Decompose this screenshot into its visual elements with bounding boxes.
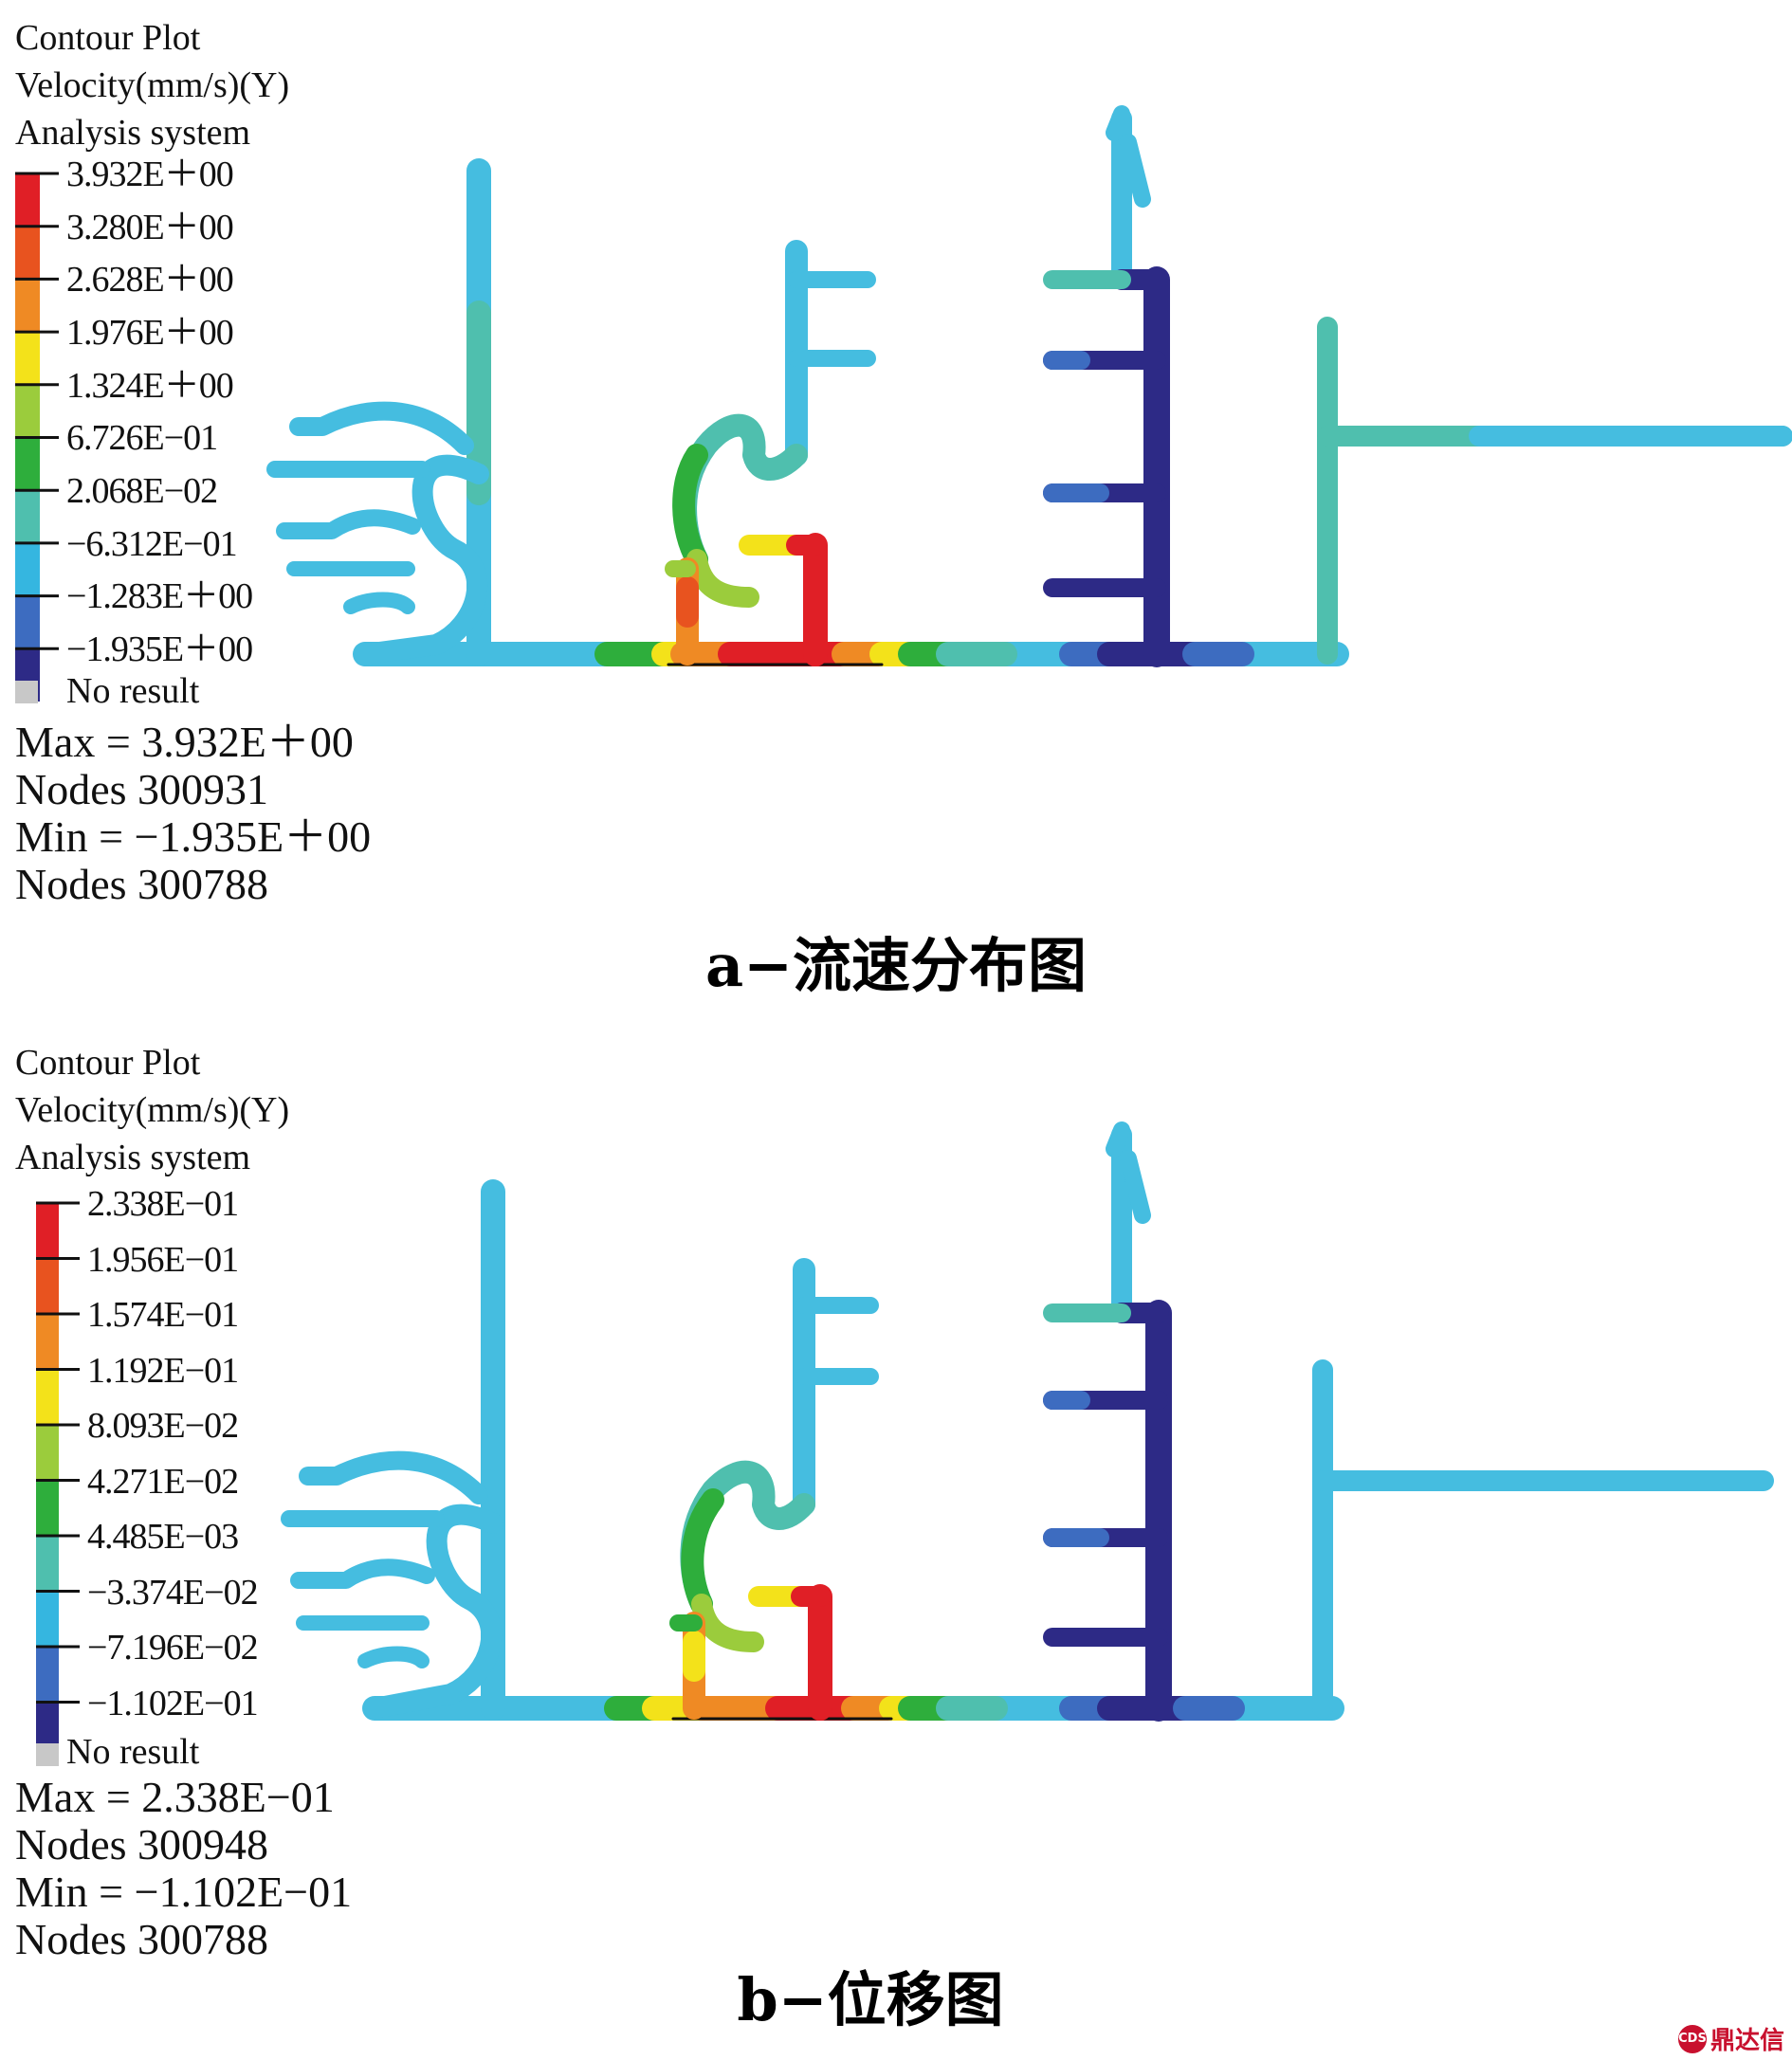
legend-swatch	[36, 1480, 59, 1536]
legend-tick-labels: 3.932E＋00 3.280E＋00 2.628E＋00 1.976E＋00 …	[66, 155, 253, 669]
tick-label: 2.338E−01	[87, 1184, 238, 1224]
watermark-text: 鼎达信	[1710, 2027, 1784, 2055]
tick-label: 1.976E＋00	[66, 313, 233, 353]
no-result-label: No result	[66, 1732, 200, 1772]
no-result-swatch	[15, 681, 38, 703]
legend-tick-lines	[15, 172, 59, 650]
legend-swatch	[36, 1647, 59, 1703]
tick-label: 2.068E−02	[66, 471, 217, 511]
tick-label: 1.324E＋00	[66, 366, 233, 406]
legend-swatch	[15, 279, 40, 333]
legend-swatch	[15, 384, 40, 438]
tick-label: 8.093E−02	[87, 1406, 238, 1446]
tick-label: −1.102E−01	[87, 1684, 258, 1723]
tick-label: 1.192E−01	[87, 1351, 238, 1391]
extrusion-profile	[281, 1121, 1774, 1722]
contour-panel-velocity: Contour Plot Velocity(mm/s)(Y) Analysis …	[15, 18, 1792, 1000]
extrusion-profile	[266, 105, 1792, 667]
tick-label: −7.196E−02	[87, 1628, 258, 1668]
legend-swatch	[15, 595, 40, 649]
watermark-badge-icon: CDS	[1677, 2024, 1707, 2053]
watermark-logo: CDS 鼎达信	[1677, 2021, 1784, 2056]
plot-system: Analysis system	[15, 1138, 250, 1177]
contour-figure-a: Contour Plot Velocity(mm/s)(Y) Analysis …	[15, 18, 1792, 1000]
max-value: Max = 3.932E＋00	[15, 718, 354, 766]
min-nodes: Nodes 300788	[15, 1915, 268, 1963]
contour-figure-b: Contour Plot Velocity(mm/s)(Y) Analysis …	[15, 1043, 1774, 2034]
legend-swatch	[36, 1258, 59, 1314]
legend-tick-labels: 2.338E−01 1.956E−01 1.574E−01 1.192E−01 …	[87, 1184, 259, 1723]
plot-variable: Velocity(mm/s)(Y)	[15, 65, 289, 105]
no-result-swatch	[36, 1743, 59, 1766]
max-nodes: Nodes 300931	[15, 765, 268, 813]
legend-swatch	[36, 1425, 59, 1481]
max-value: Max = 2.338E−01	[15, 1773, 335, 1821]
legend-swatch	[36, 1314, 59, 1370]
plot-variable: Velocity(mm/s)(Y)	[15, 1090, 289, 1130]
legend-swatch	[15, 226, 40, 280]
plot-title: Contour Plot	[15, 18, 201, 58]
caption-b: b−位移图	[737, 1965, 1003, 2034]
legend-swatch	[36, 1369, 59, 1425]
no-result-label: No result	[66, 671, 200, 711]
min-value: Min = −1.935E＋00	[15, 812, 371, 861]
tick-label: 4.485E−03	[87, 1517, 238, 1557]
legend-tick-lines	[36, 1201, 80, 1704]
legend-swatch	[15, 332, 40, 385]
min-value: Min = −1.102E−01	[15, 1868, 352, 1916]
tick-label: 4.271E−02	[87, 1462, 238, 1502]
tick-label: −3.374E−02	[87, 1573, 258, 1613]
legend-swatch	[36, 1591, 59, 1647]
tick-label: 3.932E＋00	[66, 155, 233, 194]
plot-system: Analysis system	[15, 113, 250, 153]
tick-label: −6.312E−01	[66, 524, 237, 564]
legend-swatch	[15, 490, 40, 543]
contour-panel-displacement: Contour Plot Velocity(mm/s)(Y) Analysis …	[0, 1030, 1792, 2060]
caption-a: a−流速分布图	[705, 931, 1087, 1000]
plot-title: Contour Plot	[15, 1043, 201, 1083]
legend-swatch	[15, 173, 40, 227]
tick-label: 6.726E−01	[66, 418, 217, 458]
max-nodes: Nodes 300948	[15, 1820, 268, 1869]
legend-swatch	[15, 542, 40, 596]
legend-swatch	[36, 1203, 59, 1259]
min-nodes: Nodes 300788	[15, 860, 268, 908]
tick-label: 1.574E−01	[87, 1295, 238, 1335]
tick-label: −1.935E＋00	[66, 629, 252, 669]
legend-swatch	[36, 1536, 59, 1592]
tick-label: 2.628E＋00	[66, 260, 233, 300]
tick-label: 3.280E＋00	[66, 208, 233, 247]
tick-label: 1.956E−01	[87, 1240, 238, 1280]
legend-swatch	[15, 437, 40, 491]
tick-label: −1.283E＋00	[66, 576, 252, 616]
